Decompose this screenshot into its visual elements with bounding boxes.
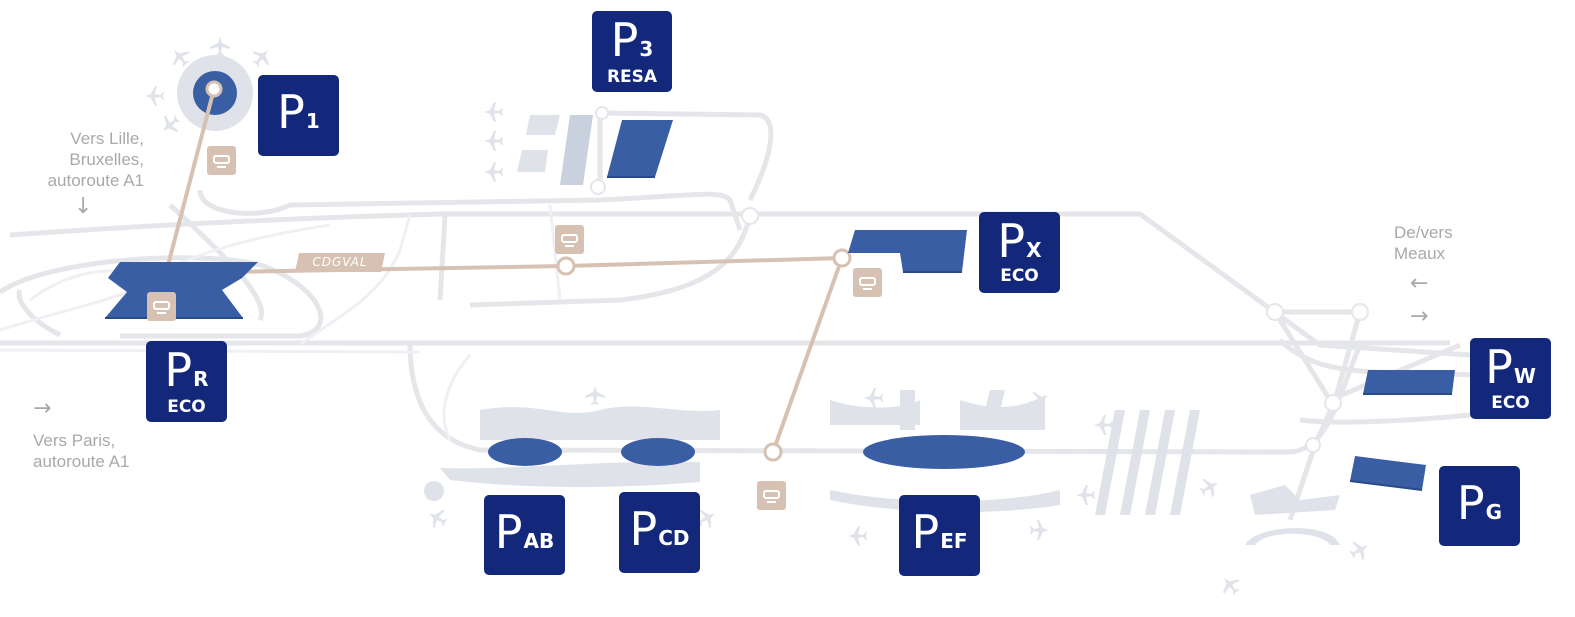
arrow-right-icon: → [33, 396, 52, 421]
label-meaux: De/vers Meaux [1394, 223, 1453, 263]
train-icon [853, 268, 882, 297]
cdgval-label: CDGVAL [294, 253, 386, 272]
train-icon [757, 481, 786, 510]
train-icon [147, 292, 176, 321]
arrow-left-icon: ← [1410, 271, 1429, 296]
train-icon [207, 146, 236, 175]
parking-lots [105, 120, 1455, 490]
arrow-right-icon: → [1410, 304, 1429, 329]
terminal-3-buildings [517, 115, 593, 185]
label-vers-lille: Vers Lille, Bruxelles, autoroute A1 [47, 129, 144, 190]
label-vers-paris: Vers Paris, autoroute A1 [33, 431, 130, 471]
train-icon [555, 225, 584, 254]
terminal-2-buildings [424, 390, 1340, 545]
arrow-down-icon: ↓ [74, 194, 93, 219]
